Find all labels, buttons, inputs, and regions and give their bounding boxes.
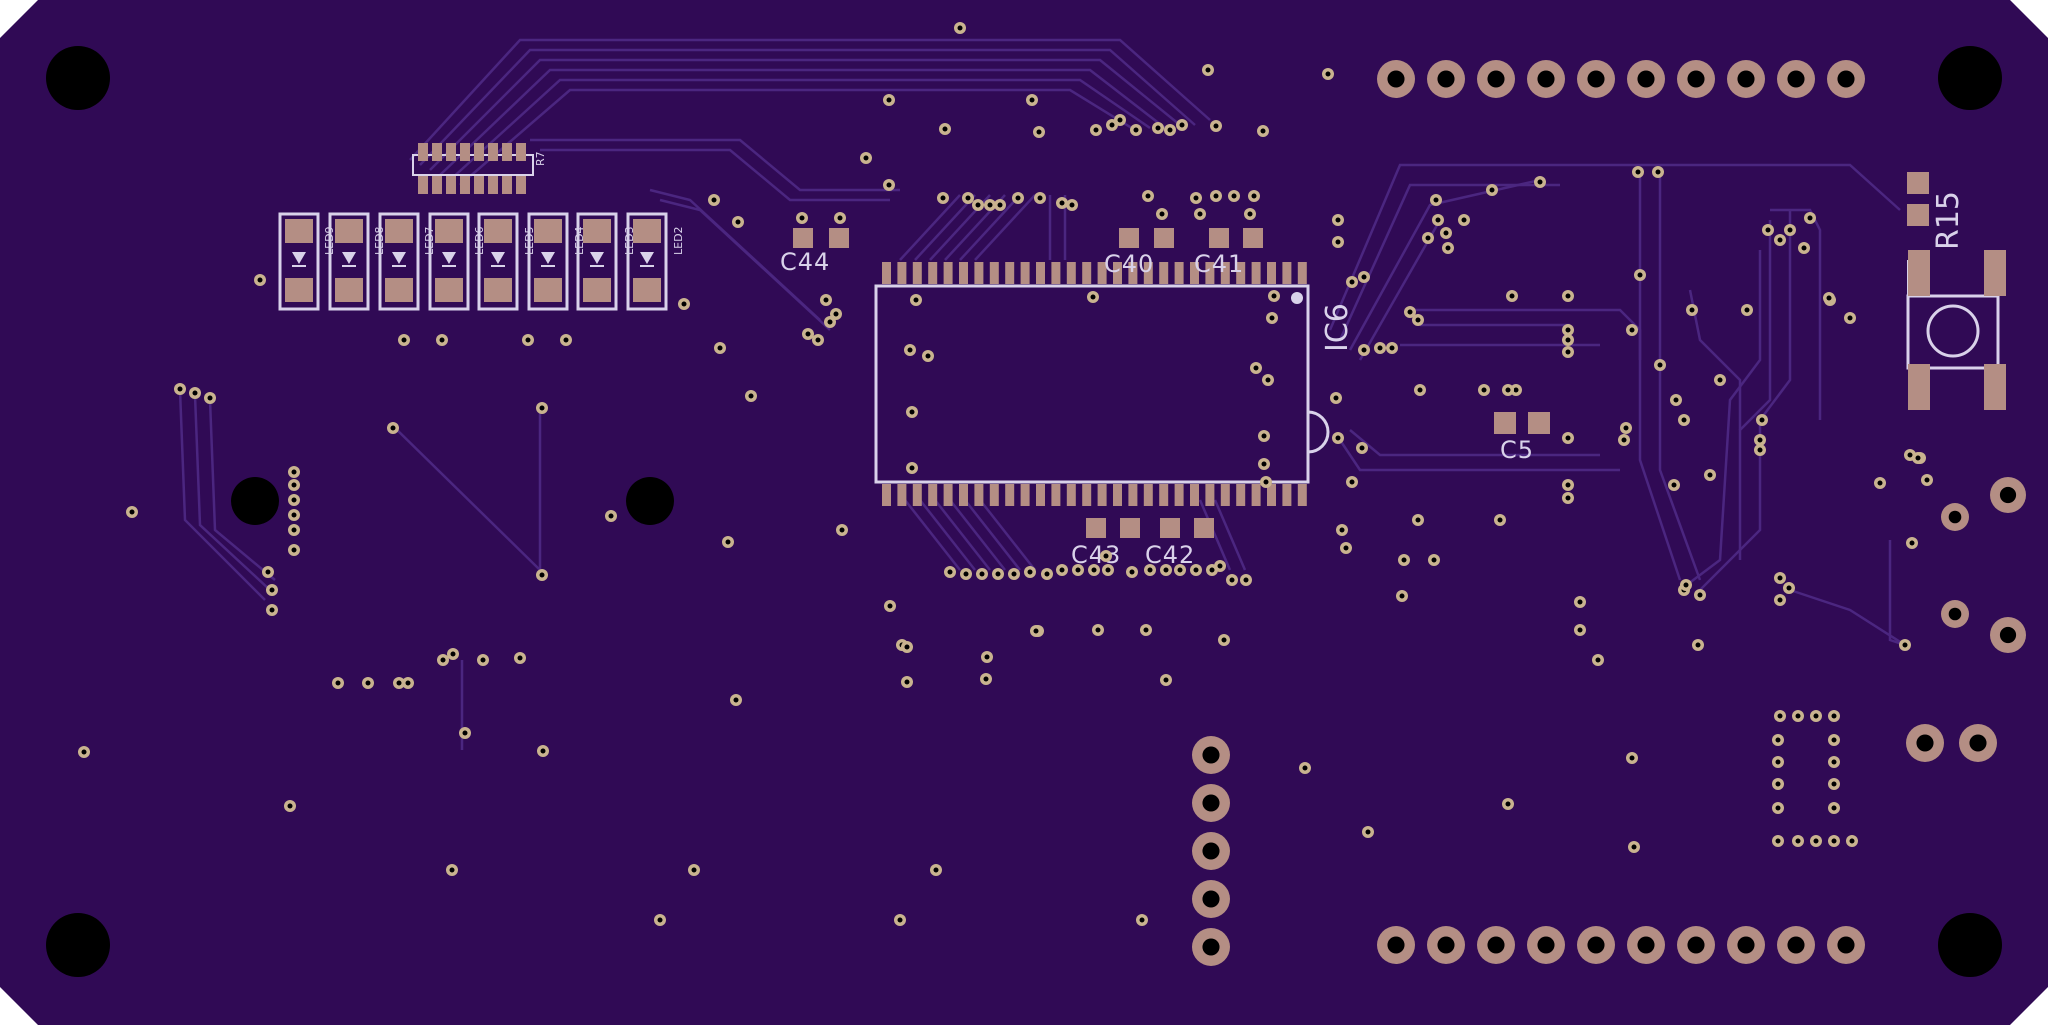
c41-label: C41 [1194,250,1244,278]
led-footprint [278,212,320,311]
mounting-holes [46,46,2002,977]
mounting-hole [626,477,674,525]
r15-resistor [1907,172,1929,226]
led-footprint [626,212,668,311]
c41-pad [1243,228,1263,248]
led5-label: LED5 [523,226,536,255]
c41-pad [1209,228,1229,248]
header-pins [1192,60,2026,966]
c44-pad [793,228,813,248]
c40-pad [1154,228,1174,248]
c5-pad [1494,412,1516,434]
led-footprint [576,212,618,311]
led-footprint [378,212,420,311]
mounting-hole [46,46,110,110]
led6-label: LED6 [473,226,486,255]
c5-pad [1528,412,1550,434]
ic6-body-outline [874,284,1310,484]
mounting-hole [231,477,279,525]
led-footprint [477,212,519,311]
led8-label: LED8 [373,226,386,255]
tactile-switch [1906,250,2006,410]
led4-label: LED4 [573,226,586,255]
ic6-label: IC6 [1320,303,1355,352]
mounting-hole [1938,46,2002,110]
c40-label: C40 [1104,250,1154,278]
led9-label: LED9 [323,226,336,255]
vias [78,22,1933,926]
mounting-hole [1938,913,2002,977]
ic6-notch [1307,410,1330,454]
r7-label: R7 [534,151,547,166]
led2-label: LED2 [672,226,685,255]
led7-label: LED7 [423,226,436,255]
mounting-hole [46,913,110,977]
capacitors [793,228,1550,538]
c43-pad [1120,518,1140,538]
c5-label: C5 [1500,436,1534,464]
c42-label: C42 [1145,541,1195,569]
led3-label: LED3 [623,226,636,255]
led-footprint [527,212,569,311]
r7-resistor-array: R7 [412,143,547,194]
c43-pad [1086,518,1106,538]
led-footprint [428,212,470,311]
pin1-marker [1291,292,1303,304]
ic6-chip: IC6 [874,262,1355,506]
c42-pad [1194,518,1214,538]
c44-label: C44 [780,248,830,276]
c44-pad [829,228,849,248]
c42-pad [1160,518,1180,538]
r15-label: R15 [1931,191,1966,250]
led-row: LED9 LED8 LED7 LED6 LED5 LED4 LED3 LED2 [278,212,685,311]
c40-pad [1119,228,1139,248]
traces [178,38,1906,750]
led-footprint [328,212,370,311]
led-footprints [278,212,668,311]
